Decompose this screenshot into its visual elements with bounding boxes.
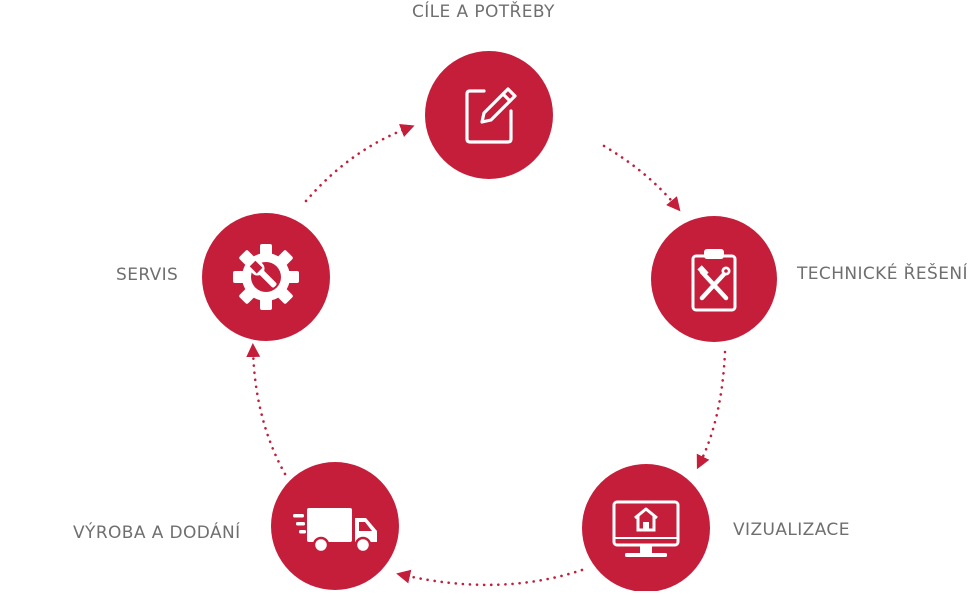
document-pencil-icon (465, 87, 517, 144)
delivery-truck-icon (293, 508, 377, 554)
step-label-goals: CÍLE A POTŘEBY (412, 2, 555, 22)
arrow-service-to-goals (304, 123, 415, 203)
monitor-house-icon (612, 500, 680, 557)
step-label-production: VÝROBA A DODÁNÍ (73, 523, 241, 543)
step-circle-technical (651, 216, 777, 342)
gear-wrench-icon (233, 244, 299, 310)
step-circle-goals (425, 51, 553, 179)
step-circle-service (202, 213, 330, 341)
step-label-service: SERVIS (116, 265, 179, 285)
step-circle-visualization (582, 464, 710, 592)
arrow-visualization-to-production (396, 568, 584, 587)
clipboard-tools-icon (691, 249, 737, 312)
arrow-technical-to-visualization (696, 350, 727, 470)
step-label-technical: TECHNICKÉ ŘEŠENÍ (797, 264, 968, 284)
arrow-production-to-service (246, 343, 287, 476)
step-circle-production (271, 462, 399, 590)
step-label-visualization: VIZUALIZACE (733, 520, 850, 540)
arrow-goals-to-technical (602, 144, 681, 212)
